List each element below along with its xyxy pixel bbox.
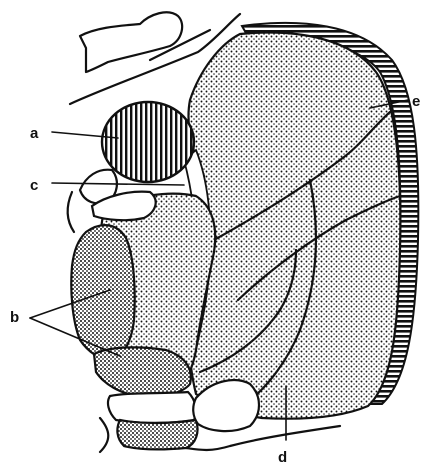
label-c: c: [30, 177, 38, 194]
large-dotted-region: [186, 33, 400, 419]
bottom-dotted-segment: [117, 420, 197, 449]
striped-oval: [102, 102, 194, 182]
upper-outline-structure: [80, 12, 182, 72]
label-a: a: [30, 125, 39, 142]
label-b: b: [10, 309, 19, 326]
left-edge-outline: [68, 192, 74, 232]
lower-dotted-lobe: [94, 347, 191, 396]
label-d: d: [278, 449, 287, 466]
leader-line-c: [52, 183, 184, 185]
left-dense-region: [71, 225, 134, 362]
bottom-white-segment: [108, 392, 196, 423]
label-e: e: [412, 93, 420, 110]
